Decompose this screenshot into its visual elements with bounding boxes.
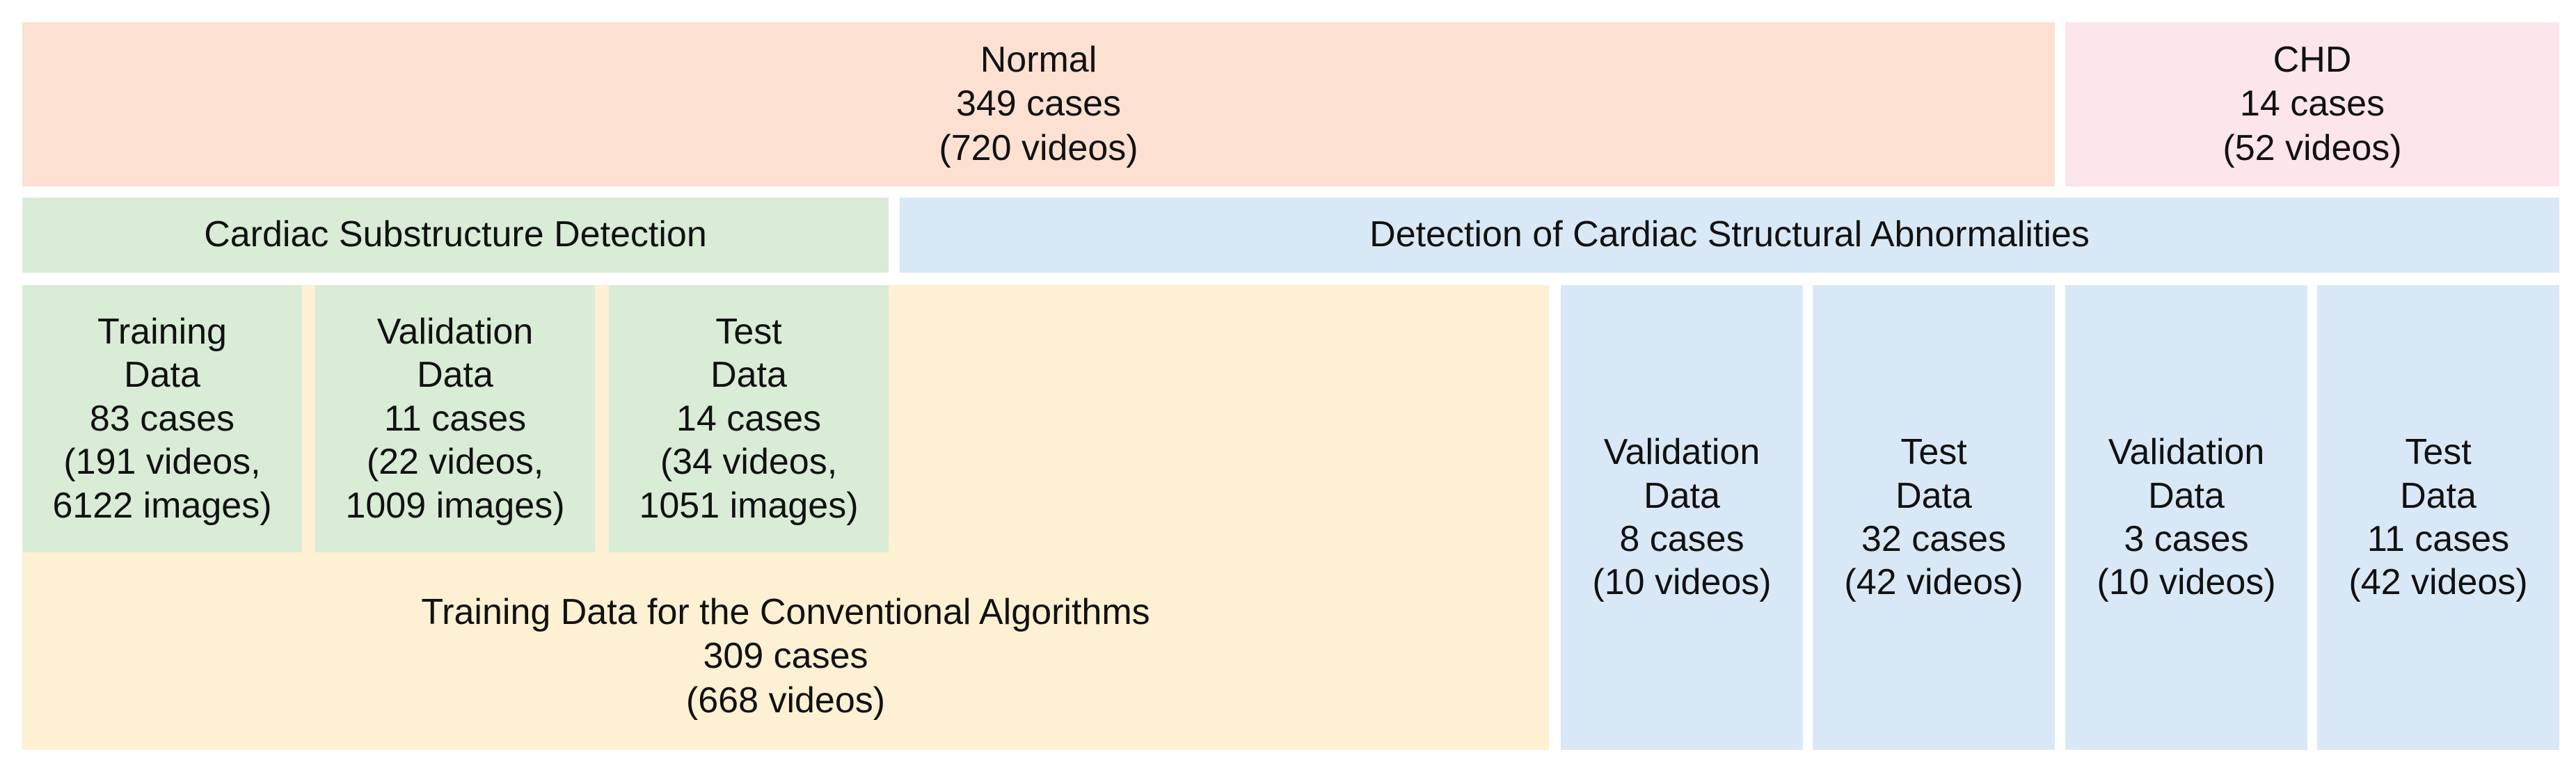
split-line1: Validation xyxy=(1603,432,1760,473)
normal-title: Normal xyxy=(980,39,1097,80)
chd-group-box: CHD 14 cases (52 videos) xyxy=(2065,22,2559,186)
normal-group-box: Normal 349 cases (720 videos) xyxy=(22,22,2055,186)
chd-test-data-box: Test Data 11 cases (42 videos) xyxy=(2317,285,2559,750)
normal-videos: (720 videos) xyxy=(939,127,1138,168)
chd-cases: 14 cases xyxy=(2239,83,2385,125)
split-line1: Test xyxy=(2405,432,2472,473)
conventional-videos: (668 videos) xyxy=(685,680,886,721)
split-line2: Data xyxy=(417,355,493,396)
split-line2: Data xyxy=(710,355,787,396)
split-line1: Training xyxy=(97,312,227,353)
split-videos: (42 videos) xyxy=(2348,562,2528,603)
split-cases: 3 cases xyxy=(2124,519,2249,559)
abnormality-detection-header: Detection of Cardiac Structural Abnormal… xyxy=(900,198,2559,273)
split-videos: (10 videos) xyxy=(1592,562,1772,603)
split-detail-videos: (34 videos, xyxy=(660,442,838,483)
split-detail-images: 1051 images) xyxy=(639,485,859,526)
split-line1: Validation xyxy=(376,312,534,353)
normal-cases: 349 cases xyxy=(955,83,1122,125)
split-line1: Validation xyxy=(2108,432,2265,473)
split-cases: 83 cases xyxy=(89,398,235,439)
substructure-training-data-box: Training Data 83 cases (191 videos, 6122… xyxy=(22,285,302,552)
chd-title: CHD xyxy=(2273,39,2352,80)
chd-validation-data-box: Validation Data 3 cases (10 videos) xyxy=(2065,285,2307,750)
split-line2: Data xyxy=(2400,475,2476,516)
conventional-title: Training Data for the Conventional Algor… xyxy=(421,591,1150,632)
split-detail-videos: (191 videos, xyxy=(63,442,261,483)
substructure-test-data-box: Test Data 14 cases (34 videos, 1051 imag… xyxy=(609,285,889,552)
split-line1: Test xyxy=(1900,432,1967,473)
split-line1: Test xyxy=(715,312,782,353)
split-detail-images: 6122 images) xyxy=(52,485,272,526)
substructure-detection-label: Cardiac Substructure Detection xyxy=(204,214,707,255)
substructure-validation-data-box: Validation Data 11 cases (22 videos, 100… xyxy=(315,285,595,552)
split-cases: 14 cases xyxy=(676,398,822,439)
conventional-training-box: Training Data for the Conventional Algor… xyxy=(22,563,1549,750)
split-cases: 32 cases xyxy=(1861,519,2007,559)
split-line2: Data xyxy=(124,355,200,396)
split-detail-images: 1009 images) xyxy=(345,485,565,526)
split-detail-videos: (22 videos, xyxy=(366,442,544,483)
substructure-detection-header: Cardiac Substructure Detection xyxy=(22,198,889,273)
conventional-cases: 309 cases xyxy=(703,636,868,677)
chd-videos: (52 videos) xyxy=(2223,127,2402,168)
split-line2: Data xyxy=(1895,475,1972,516)
split-line2: Data xyxy=(2148,475,2225,516)
normal-test-data-box: Test Data 32 cases (42 videos) xyxy=(1813,285,2055,750)
split-videos: (10 videos) xyxy=(2097,562,2276,603)
split-cases: 11 cases xyxy=(2367,519,2510,559)
split-line2: Data xyxy=(1644,475,1720,516)
normal-validation-data-box: Validation Data 8 cases (10 videos) xyxy=(1561,285,1803,750)
split-videos: (42 videos) xyxy=(1844,562,2024,603)
split-cases: 8 cases xyxy=(1619,519,1744,559)
abnormality-detection-label: Detection of Cardiac Structural Abnormal… xyxy=(1369,214,2090,255)
split-cases: 11 cases xyxy=(383,398,527,439)
